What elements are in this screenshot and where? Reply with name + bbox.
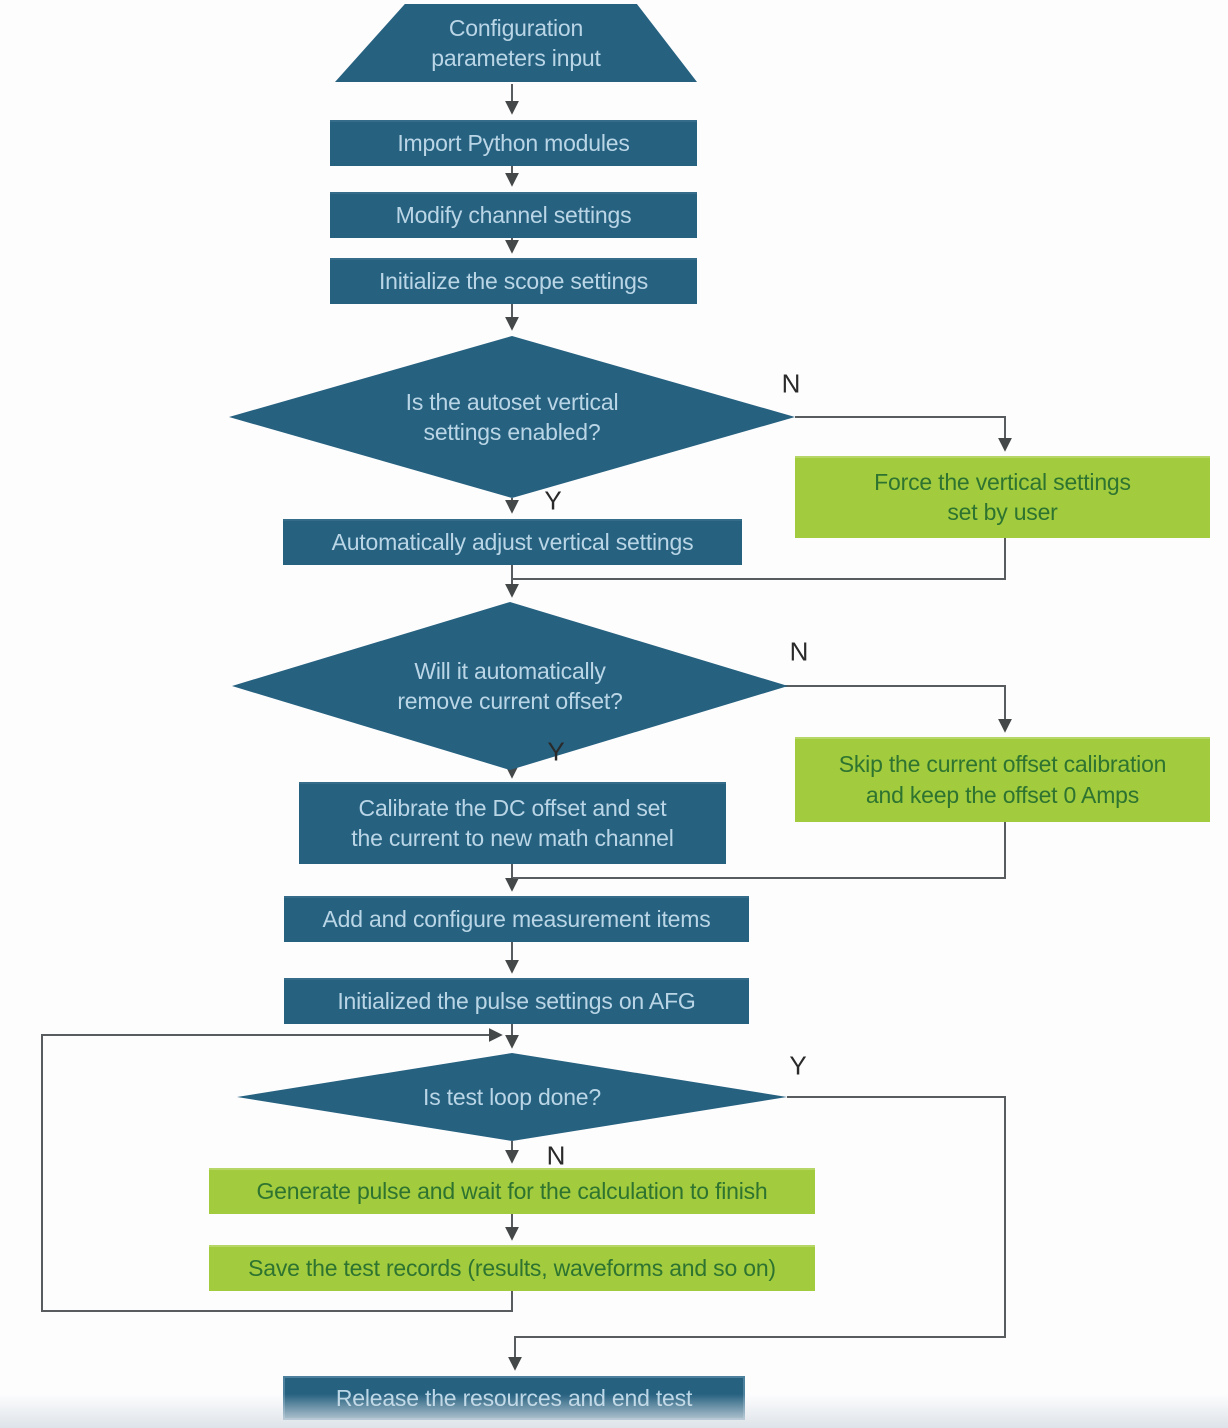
decision-autoset-vertical-enabled: Is the autoset vertical settings enabled… (229, 336, 795, 498)
node-add-configure-measurements: Add and configure measurement items (284, 896, 749, 942)
label-autoset-no: N (781, 368, 801, 399)
node-generate-pulse-wait: Generate pulse and wait for the calculat… (209, 1168, 815, 1214)
page-bottom-fade (0, 1394, 1228, 1428)
node-import-python-modules: Import Python modules (330, 120, 697, 166)
decision-test-loop-done: Is test loop done? (237, 1053, 787, 1141)
connector-autoset-no (795, 416, 1012, 452)
decision-remove-current-offset: Will it automatically remove current off… (232, 602, 788, 770)
label-testloop-yes: Y (789, 1050, 807, 1081)
node-configuration-input: Configuration parameters input (335, 4, 697, 82)
node-calibrate-dc-offset: Calibrate the DC offset and set the curr… (299, 782, 726, 864)
node-initialize-scope-settings: Initialize the scope settings (330, 258, 697, 304)
node-initialize-pulse-settings-afg: Initialized the pulse settings on AFG (284, 978, 749, 1024)
node-skip-offset-calibration: Skip the current offset calibration and … (795, 737, 1210, 822)
label-removeoffset-no: N (789, 636, 809, 667)
node-auto-adjust-vertical-settings: Automatically adjust vertical settings (283, 519, 742, 565)
label-autoset-yes: Y (544, 485, 562, 516)
node-save-test-records: Save the test records (results, waveform… (209, 1245, 815, 1291)
connector-testloop-yes (508, 1096, 1006, 1371)
label-testloop-no: N (546, 1140, 566, 1171)
node-force-vertical-settings: Force the vertical settings set by user (795, 456, 1210, 538)
label-removeoffset-yes: Y (547, 736, 565, 767)
node-modify-channel-settings: Modify channel settings (330, 192, 697, 238)
connector-removeoffset-no (785, 685, 1012, 733)
